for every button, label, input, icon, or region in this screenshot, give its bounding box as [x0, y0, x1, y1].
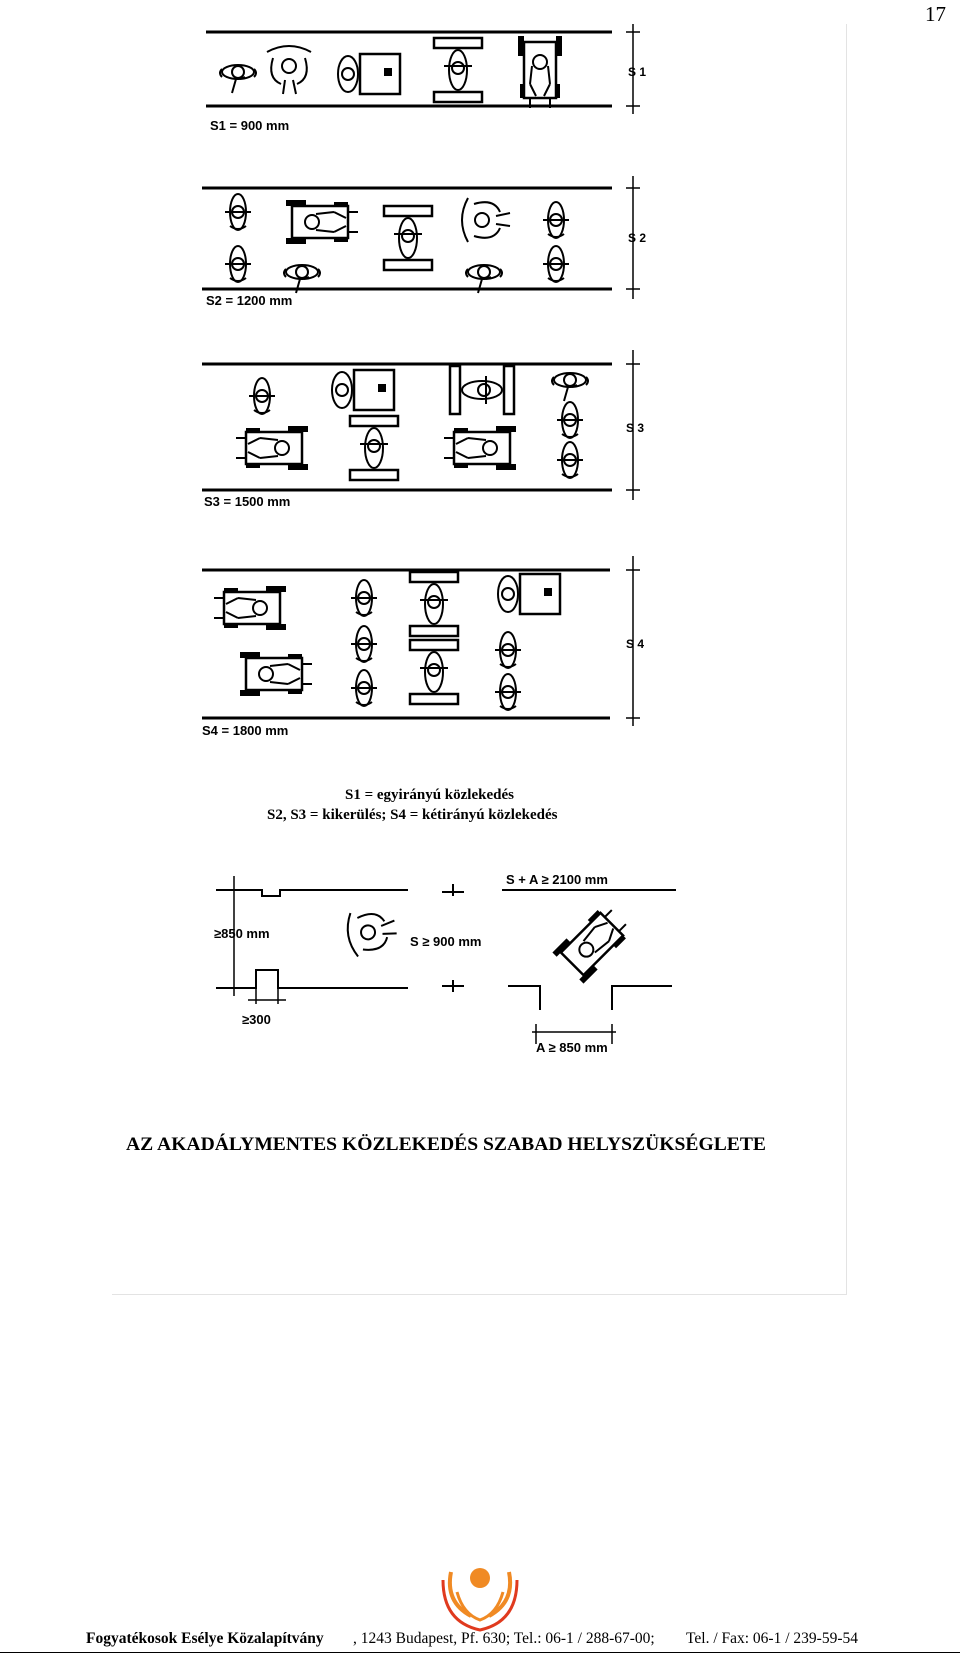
foundation-logo — [441, 1568, 519, 1632]
legend-line-1: S1 = egyirányú közlekedés — [345, 787, 514, 803]
s4-tag: S 4 — [626, 637, 644, 651]
figure-scan: S 1 S1 = 900 mm S 2 S2 = 1200 mm — [112, 24, 847, 1295]
s4-width-label: S4 = 1800 mm — [202, 723, 288, 738]
door-width-label: ≥850 mm — [214, 926, 270, 941]
s2-width-label: S2 = 1200 mm — [206, 293, 292, 308]
s2-diagram: S 2 S2 = 1200 mm — [202, 176, 646, 308]
figure-caption: AZ AKADÁLYMENTES KÖZLEKEDÉS SZABAD HELYS… — [126, 1133, 766, 1155]
door-opening-label: A ≥ 850 mm — [536, 1040, 608, 1055]
footer-address: , 1243 Budapest, Pf. 630; Tel.: 06-1 / 2… — [353, 1630, 655, 1647]
passage-width-label: S ≥ 900 mm — [410, 934, 481, 949]
s4-diagram: S 4 S4 = 1800 mm — [202, 556, 644, 738]
s3-diagram: S 3 S3 = 1500 mm — [202, 350, 644, 509]
wall-thickness-label: ≥300 — [242, 1012, 271, 1027]
turning-space-label: S + A ≥ 2100 mm — [506, 872, 608, 887]
s1-tag: S 1 — [628, 65, 646, 79]
footer-organization: Fogyatékosok Esélye Közalapítvány — [86, 1630, 324, 1647]
s1-diagram: S 1 S1 = 900 mm — [206, 24, 646, 133]
s3-tag: S 3 — [626, 421, 644, 435]
s3-width-label: S3 = 1500 mm — [204, 494, 290, 509]
figure-drawing: S 1 S1 = 900 mm S 2 S2 = 1200 mm — [126, 24, 766, 1155]
footer: Fogyatékosok Esélye Közalapítvány , 1243… — [0, 1628, 960, 1653]
door-passage-diagram: ≥850 mm ≥300 S ≥ 900 mm S + A ≥ 2100 mm … — [214, 872, 676, 1055]
s1-width-label: S1 = 900 mm — [210, 118, 289, 133]
legend-line-2: S2, S3 = kikerülés; S4 = kétirányú közle… — [267, 807, 558, 823]
s2-tag: S 2 — [628, 231, 646, 245]
footer-fax: Tel. / Fax: 06-1 / 239-59-54 — [686, 1630, 858, 1647]
page-number: 17 — [925, 2, 946, 26]
